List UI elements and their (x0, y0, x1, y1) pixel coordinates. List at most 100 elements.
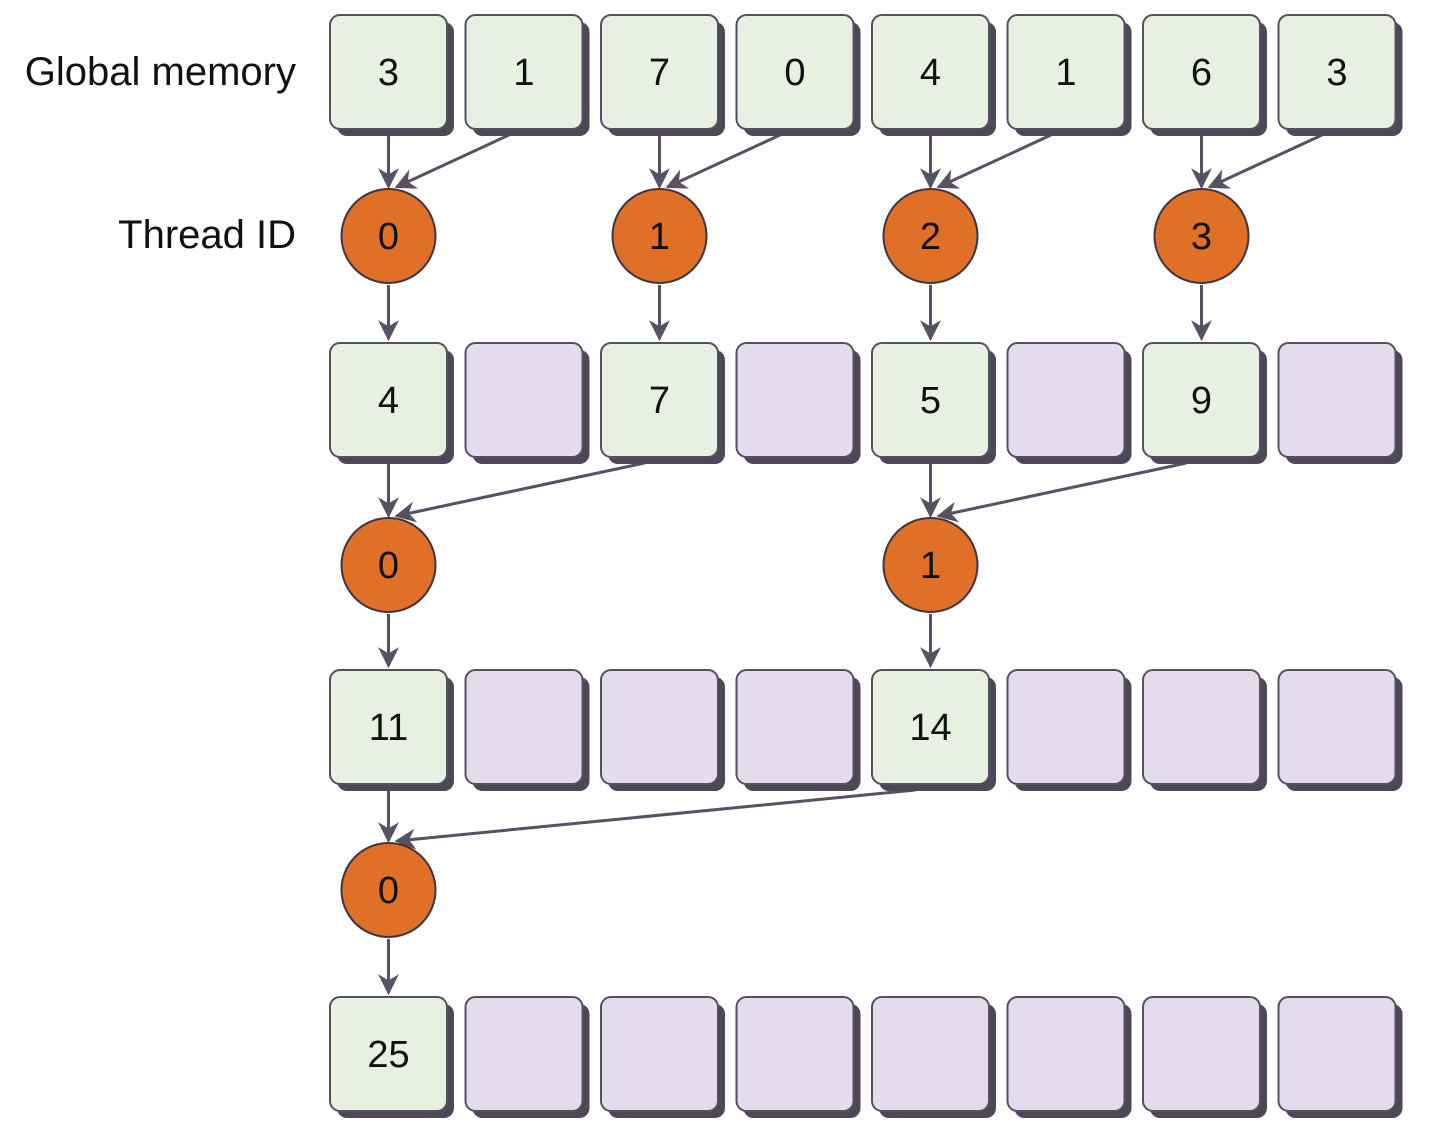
memory-cell-empty (1006, 342, 1132, 464)
memory-cell-box (1006, 342, 1126, 458)
thread-node: 2 (882, 188, 979, 284)
memory-cell-value: 0 (784, 52, 805, 94)
memory-cell-box (735, 342, 855, 458)
memory-cell-value: 6 (1191, 52, 1212, 94)
memory-cell-box (600, 996, 719, 1112)
memory-cell-value: 4 (920, 52, 941, 94)
memory-cell-empty (1142, 996, 1267, 1118)
memory-cell-box (1142, 14, 1261, 130)
memory-cell: 25 (329, 996, 454, 1118)
memory-cell-value: 1 (513, 52, 534, 94)
memory-cell-box (871, 14, 990, 130)
memory-cell-box (329, 14, 448, 130)
memory-cell: 7 (600, 342, 725, 464)
threads-layer: 0 1 2 3 0 1 0 (340, 188, 1250, 938)
memory-cell-box (1277, 14, 1397, 130)
input-arrow-diagonal (394, 788, 916, 850)
memory-cell-value: 14 (909, 707, 951, 749)
memory-cell-empty (1006, 996, 1132, 1118)
input-arrow-diagonal (394, 133, 510, 189)
input-arrow-diagonal (936, 133, 1052, 189)
memory-cell-box (329, 996, 448, 1112)
memory-cell-box (735, 669, 855, 785)
memory-cell-box (1006, 669, 1126, 785)
memory-cell-empty (1277, 342, 1403, 464)
memory-cell-box (1006, 14, 1126, 130)
input-arrow-diagonal (1207, 133, 1323, 189)
memory-cell: 0 (735, 14, 861, 136)
memory-cell-empty (464, 669, 590, 791)
memory-cell-box (329, 669, 448, 785)
thread-id-value: 0 (378, 870, 399, 912)
memory-cell-box (600, 669, 719, 785)
memory-cell-value: 3 (378, 52, 399, 94)
memory-cell-box (1142, 342, 1261, 458)
memory-cell-value: 11 (369, 707, 408, 749)
memory-cell: 4 (871, 14, 996, 136)
thread-circle (340, 842, 437, 938)
memory-cell-empty (464, 342, 590, 464)
thread-node: 1 (611, 188, 708, 284)
thread-id-value: 0 (378, 216, 399, 258)
memory-cell-value: 3 (1326, 52, 1347, 94)
memory-cell-empty (735, 342, 861, 464)
thread-circle (882, 517, 979, 613)
thread-node: 0 (340, 842, 437, 938)
memory-cell-box (1277, 669, 1397, 785)
input-arrow-diagonal (665, 133, 781, 189)
memory-cell-box (329, 342, 448, 458)
memory-cell: 3 (329, 14, 454, 136)
memory-cell-box (871, 342, 990, 458)
memory-cell-empty (735, 669, 861, 791)
memory-cell: 4 (329, 342, 454, 464)
memory-cell: 14 (871, 669, 996, 791)
thread-circle (882, 188, 979, 284)
global-memory-label: Global memory (25, 50, 296, 94)
memory-cell-box (735, 14, 855, 130)
memory-cell-value: 1 (1055, 52, 1076, 94)
memory-cell-value: 7 (649, 52, 670, 94)
memory-cell-box (871, 996, 990, 1112)
thread-id-value: 1 (920, 545, 941, 587)
memory-cell-empty (1006, 669, 1132, 791)
memory-cell-box (600, 342, 719, 458)
memory-cell-box (871, 669, 990, 785)
memory-cell-empty (871, 996, 996, 1118)
memory-cell-box (1277, 342, 1397, 458)
thread-node: 1 (882, 517, 979, 613)
memory-cell-value: 25 (367, 1034, 409, 1076)
memory-cell-empty (1277, 996, 1403, 1118)
memory-cell-box (464, 342, 584, 458)
thread-circle (611, 188, 708, 284)
memory-cell-box (464, 14, 584, 130)
memory-cell: 1 (1006, 14, 1132, 136)
input-arrow-diagonal (936, 461, 1187, 523)
memory-cell: 5 (871, 342, 996, 464)
memory-cell-empty (600, 669, 725, 791)
memory-cell-box (1142, 996, 1261, 1112)
memory-cell-empty (464, 996, 590, 1118)
memory-cell: 7 (600, 14, 725, 136)
memory-cell-empty (600, 996, 725, 1118)
thread-node: 3 (1153, 188, 1250, 284)
thread-id-value: 3 (1191, 216, 1212, 258)
memory-cell-box (1006, 996, 1126, 1112)
memory-cell-box (735, 996, 855, 1112)
thread-id-value: 0 (378, 545, 399, 587)
memory-cell-empty (1277, 669, 1403, 791)
memory-cell: 11 (329, 669, 454, 791)
thread-id-value: 2 (920, 216, 941, 258)
memory-cell: 6 (1142, 14, 1267, 136)
arrows-layer (378, 133, 1323, 996)
memory-cell-value: 4 (378, 380, 399, 422)
memory-cell-empty (735, 996, 861, 1118)
thread-circle (340, 517, 437, 613)
memory-cell: 1 (464, 14, 590, 136)
memory-cell-box (600, 14, 719, 130)
thread-circle (340, 188, 437, 284)
input-arrow-diagonal (394, 461, 645, 523)
memory-cell-box (1142, 669, 1261, 785)
memory-cell-value: 9 (1191, 380, 1212, 422)
